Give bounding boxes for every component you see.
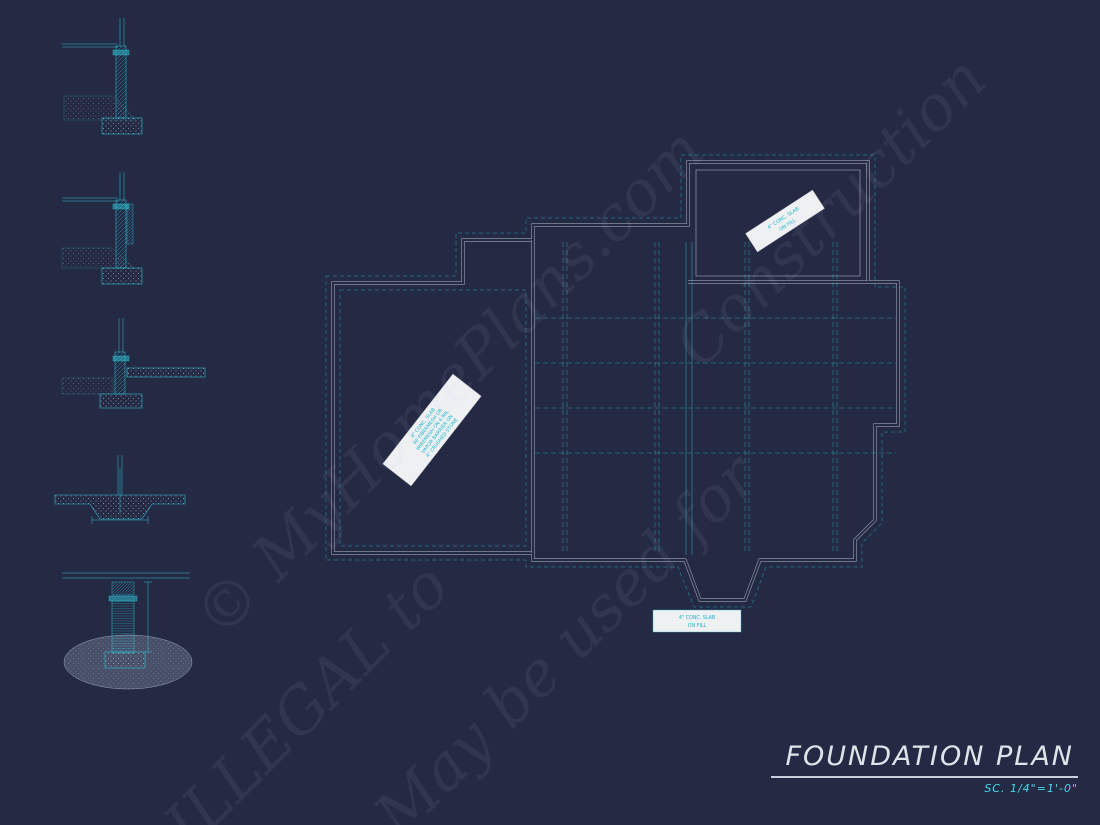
- detail-thickened-slab-drawing: [54, 455, 186, 524]
- footing-outline: [339, 289, 527, 547]
- wall: [331, 160, 900, 602]
- detail-crawl-section-a-drawing: [62, 18, 143, 135]
- footing-outline: [325, 154, 906, 608]
- plan-title: FOUNDATION PLAN: [771, 741, 1078, 778]
- patio-slab-note: 4" CONC. SLAB ON FILL: [745, 189, 825, 253]
- detail-crawl-section-b-drawing: [61, 172, 143, 285]
- title-block: FOUNDATION PLAN SC. 1/4"=1'-0": [771, 741, 1078, 795]
- plan-scale: SC. 1/4"=1'-0": [984, 782, 1078, 795]
- detail-garage-slab-drawing: [61, 318, 206, 409]
- slab-on-fill-note-line: 4" CONC. SLAB: [679, 615, 715, 621]
- slab-on-fill-note: 4" CONC. SLAB ON FILL: [652, 609, 742, 633]
- detail-dropped-girder-drawing: [62, 572, 193, 690]
- wall-inner-line: [695, 169, 861, 277]
- garage-slab-note: 4" CONC. SLAB W/ FIBERMESH OR WIREMESH O…: [382, 373, 482, 487]
- slab-on-fill-note-line: ON FILL: [688, 623, 707, 629]
